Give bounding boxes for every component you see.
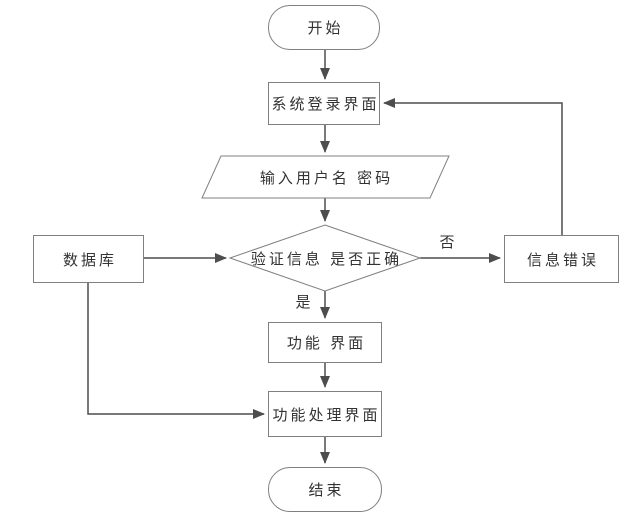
node-function-process-label: 功能处理界面 xyxy=(272,406,381,424)
node-database: 数据库 xyxy=(33,235,144,283)
node-end: 结束 xyxy=(268,467,382,512)
node-system-login: 系统登录界面 xyxy=(268,82,380,125)
node-info-error-label: 信息错误 xyxy=(526,251,599,269)
node-end-label: 结束 xyxy=(308,482,345,499)
node-database-label: 数据库 xyxy=(62,251,117,269)
node-input-credentials-label: 输入用户名 密码 xyxy=(259,169,394,187)
node-start-label: 开始 xyxy=(307,20,344,37)
edge-label-no: 否 xyxy=(439,234,455,251)
node-system-login-label: 系统登录界面 xyxy=(271,96,380,113)
decision-diamond-shape xyxy=(228,224,422,292)
edge-error-to-login xyxy=(383,98,563,235)
node-function-ui-label: 功能 界面 xyxy=(286,335,367,352)
node-start: 开始 xyxy=(268,5,380,50)
node-verify-decision: 验证信息 是否正确 xyxy=(225,240,425,276)
node-verify-decision-label: 验证信息 是否正确 xyxy=(250,250,403,268)
node-function-ui: 功能 界面 xyxy=(268,322,382,363)
node-input-credentials: 输入用户名 密码 xyxy=(225,158,425,196)
edge-database-to-process xyxy=(87,283,265,419)
node-info-error: 信息错误 xyxy=(504,235,619,283)
node-function-process: 功能处理界面 xyxy=(268,391,382,437)
io-parallelogram-shape xyxy=(201,155,450,199)
edge-label-yes: 是 xyxy=(295,294,311,311)
